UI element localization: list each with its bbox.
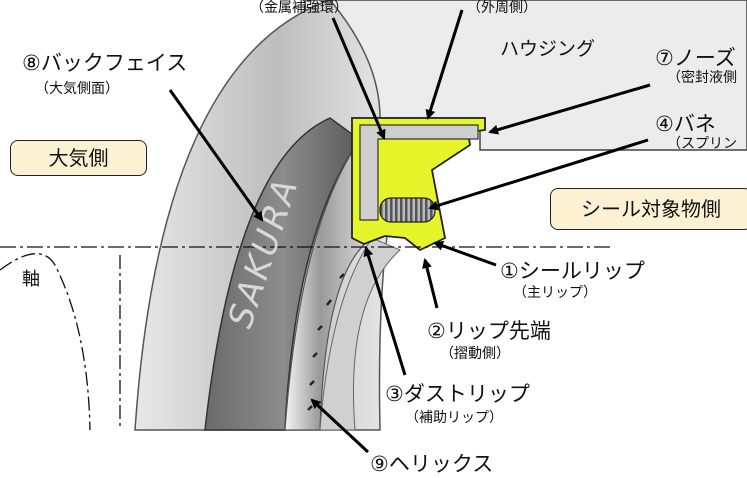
- helix-label: ⑨ヘリックス: [370, 452, 494, 476]
- lip-tip-label: ②リップ先端: [427, 319, 551, 343]
- arrow-lip-tip: [422, 258, 439, 309]
- back-face: [204, 117, 362, 431]
- arrow-outer: [425, 9, 464, 120]
- spring-label: ④バネ: [655, 112, 716, 136]
- back-face-sublabel: （大気側面）: [35, 81, 119, 97]
- arrow-helix: [310, 398, 370, 454]
- arrow-spring: [428, 138, 649, 211]
- lip-tip-sublabel: （摺動側）: [440, 346, 510, 362]
- nose-label: ⑦ノーズ: [655, 46, 736, 70]
- reinforcement-ring-sublabel: （金属補強環）: [250, 0, 348, 16]
- arrow-nose: [488, 83, 651, 135]
- dust-lip-label: ③ダストリップ: [385, 382, 530, 406]
- shaft-centerline: [0, 246, 610, 431]
- seal-lip-sublabel: （主リップ）: [513, 285, 597, 301]
- back-face-label: ⑧バックフェイス: [22, 51, 188, 75]
- seal-lip-label: ①シールリップ: [500, 259, 645, 283]
- spring-sublabel: （スプリン: [667, 136, 737, 152]
- outer-side-sublabel: （外周側）: [467, 0, 537, 16]
- atmosphere-side-box: 大気側: [10, 140, 147, 176]
- arrow-back-face: [168, 89, 264, 222]
- shaft-label: 軸: [22, 269, 40, 290]
- sealed-side-box: シール対象物側: [550, 188, 747, 230]
- nose-sublabel: （密封液側: [667, 70, 737, 86]
- oil-seal-diagram: SAKURA: [0, 0, 747, 454]
- arrow-dust-lip: [363, 246, 407, 376]
- arrow-reinforce: [331, 17, 386, 140]
- dust-lip-sublabel: （補助リップ）: [405, 410, 503, 426]
- leader-arrows: [168, 9, 651, 454]
- arrow-seal-lip: [433, 241, 497, 267]
- seal-cross-section: [351, 117, 486, 252]
- housing-label: ハウジング: [500, 38, 596, 60]
- garter-spring: [379, 197, 436, 223]
